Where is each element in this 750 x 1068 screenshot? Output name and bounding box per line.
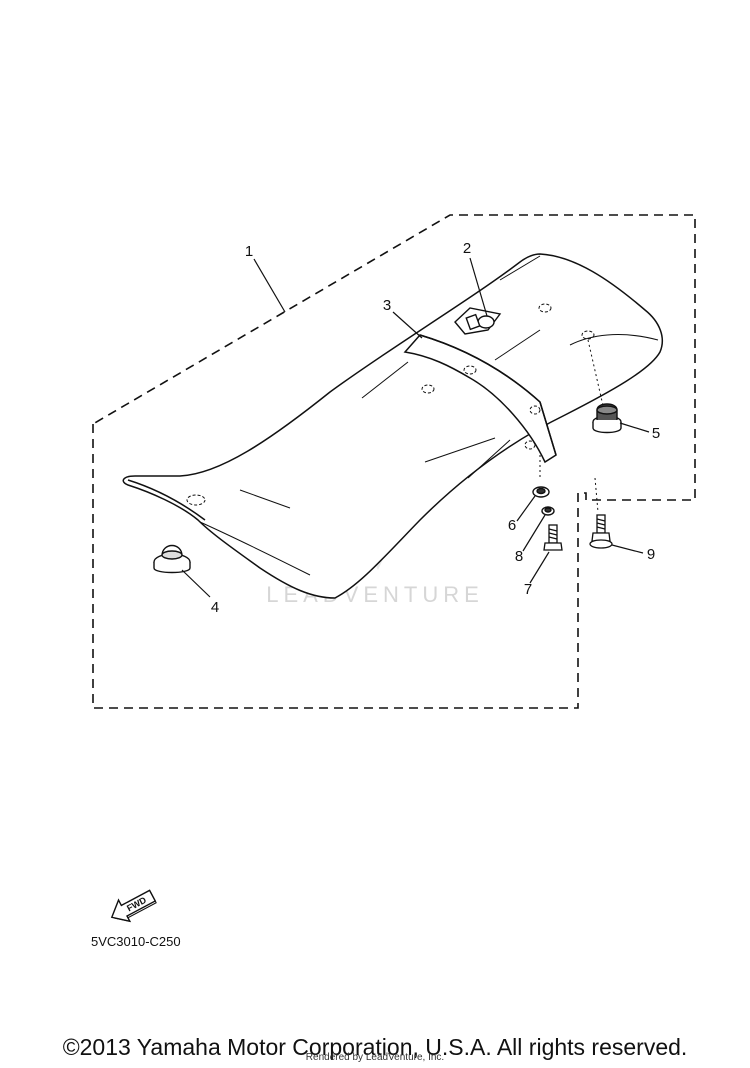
alignment-lines	[539, 339, 605, 513]
mounting-holes	[186, 303, 595, 506]
callout-9: 9	[647, 546, 655, 563]
callout-7: 7	[524, 581, 532, 598]
bolt-7	[543, 524, 563, 551]
callout-8: 8	[515, 548, 523, 565]
rendered-by-notice: Rendered by LeadVenture, Inc.	[305, 1052, 445, 1063]
callout-5: 5	[652, 425, 660, 442]
copyright-notice: ©2013 Yamaha Motor Corporation, U.S.A. A…	[62, 1034, 688, 1060]
damper-5	[592, 403, 622, 434]
collar-8	[541, 506, 555, 516]
damper-4	[153, 544, 191, 574]
callout-3: 3	[383, 297, 391, 314]
washer-6	[532, 486, 550, 498]
callout-4: 4	[211, 599, 219, 616]
leader-lines	[181, 257, 650, 598]
seat-strap	[403, 334, 557, 464]
callout-6: 6	[508, 517, 516, 534]
callout-2: 2	[463, 240, 471, 257]
diagram-part-code: 5VC3010-C250	[91, 934, 181, 949]
callout-1: 1	[245, 243, 253, 260]
seat	[122, 253, 664, 599]
fwd-arrow-icon: FWD	[110, 889, 157, 923]
seat-hook	[454, 307, 502, 335]
assembly-dashed-outline	[92, 214, 696, 709]
bolt-9	[589, 514, 613, 549]
